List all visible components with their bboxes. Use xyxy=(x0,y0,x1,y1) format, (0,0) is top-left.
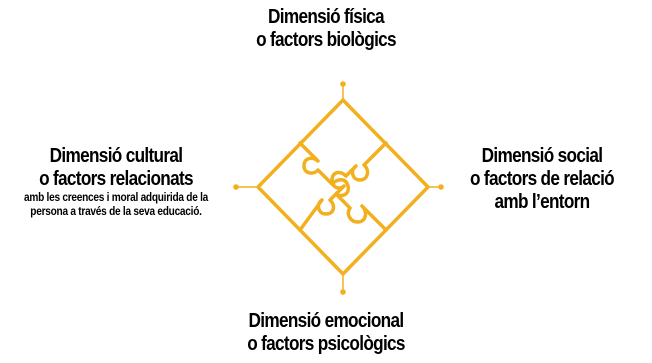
dimension-physical: Dimensió física o factors biològics xyxy=(196,6,456,52)
puzzle-seam-1 xyxy=(298,141,388,232)
dimension-emotional-title-line2: o factors psicològics xyxy=(247,333,405,355)
connector-dot-left xyxy=(233,184,239,190)
dimension-cultural-title-line1: Dimensió cultural xyxy=(49,145,183,167)
dimension-cultural-description: amb les creences i moral adquirida de la… xyxy=(23,192,209,219)
dimension-cultural: Dimensió cultural o factors relacionats … xyxy=(0,145,232,219)
dimension-physical-title-line2: o factors biològics xyxy=(256,29,397,51)
dimension-social-title-line3: amb l’entorn xyxy=(494,191,591,213)
dimension-social-title-line2: o factors de relació xyxy=(470,168,615,190)
dimension-emotional: Dimensió emocional o factors psicològics xyxy=(186,310,466,356)
connector-dot-bottom xyxy=(340,289,346,295)
connector-dot-right xyxy=(438,184,444,190)
dimension-physical-title-line1: Dimensió física xyxy=(268,6,385,28)
dimension-social-title-line1: Dimensió social xyxy=(481,145,603,167)
dimension-cultural-title-line2: o factors relacionats xyxy=(39,168,193,190)
puzzle-seam-2 xyxy=(298,141,388,232)
connector-dot-top xyxy=(340,81,346,87)
dimension-emotional-title-line1: Dimensió emocional xyxy=(248,310,405,332)
dimension-social: Dimensió social o factors de relació amb… xyxy=(432,145,652,214)
